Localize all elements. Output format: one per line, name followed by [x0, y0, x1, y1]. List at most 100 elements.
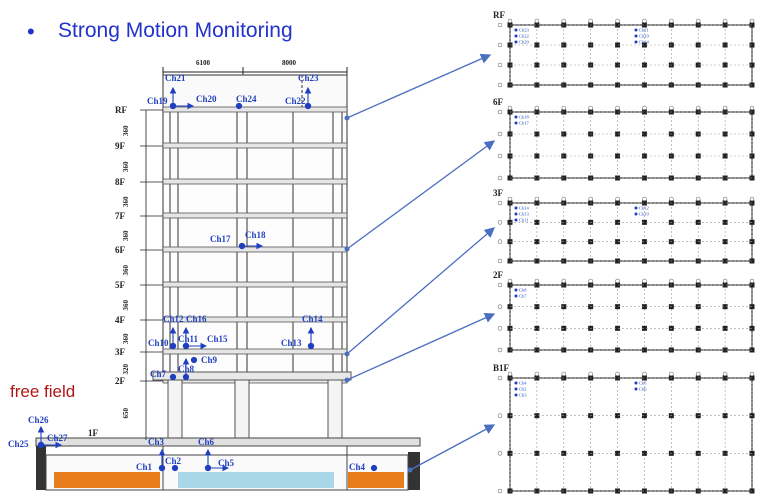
story-height-5: 360	[122, 300, 130, 311]
sensor-ch15: Ch15	[182, 334, 228, 350]
plan-sensor-rf-ch23: Ch23	[519, 28, 530, 33]
sensor-label-ch13: Ch13	[281, 338, 302, 348]
plan-label-b1f: B1F	[493, 363, 510, 373]
sensor-label-ch8: Ch8	[178, 364, 195, 374]
plan-sensor-b1f-ch6: Ch6	[639, 387, 647, 392]
sensor-ch8: Ch8	[178, 357, 195, 381]
floor-label-8f: 8F	[115, 177, 126, 187]
plan-sensor-6f-ch18: Ch18	[519, 115, 530, 120]
sensor-label-ch11: Ch11	[178, 334, 199, 344]
floor-label-rf: RF	[115, 105, 127, 115]
sensor-ch13: Ch13	[281, 338, 315, 350]
sensor-ch25: Ch25	[8, 439, 45, 449]
sensor-label-ch26: Ch26	[28, 415, 49, 425]
plan-label-rf: RF	[493, 10, 505, 20]
plan-sensor-rf-ch22: Ch22	[519, 34, 529, 39]
sensor-label-ch4: Ch4	[349, 462, 366, 472]
sensor-label-ch14: Ch14	[302, 314, 323, 324]
plan-sensor-b1f-ch5: Ch5	[639, 381, 647, 386]
connector-arrow-3	[346, 312, 496, 381]
sensor-label-ch12: Ch12	[163, 314, 184, 324]
story-height-0: 360	[122, 125, 130, 136]
sensor-label-ch7: Ch7	[150, 369, 167, 379]
page-title: Strong Motion Monitoring	[58, 19, 293, 42]
story-height-8: 650	[122, 408, 130, 419]
sensor-label-ch21: Ch21	[165, 73, 186, 83]
floor-label-3f: 3F	[115, 347, 126, 357]
dim-span-2: 8000	[282, 59, 297, 67]
sensor-ch24: Ch24	[235, 94, 257, 110]
slab-rf	[162, 106, 348, 113]
plan-sensor-b1f-ch2: Ch2	[519, 387, 527, 392]
floor-label-5f: 5F	[115, 280, 126, 290]
story-height-7: 320	[122, 364, 130, 375]
sensor-label-ch22: Ch22	[285, 96, 306, 106]
slab-7f	[162, 212, 348, 219]
plan-sensor-2f-ch8: Ch8	[519, 288, 527, 293]
floor-label-6f: 6F	[115, 245, 126, 255]
connector-arrow-4	[409, 424, 496, 471]
sensor-label-ch3: Ch3	[148, 437, 165, 447]
sensor-ch10: Ch10	[148, 338, 177, 350]
sensor-label-ch9: Ch9	[201, 355, 218, 365]
floor-label-9f: 9F	[115, 141, 126, 151]
plan-sensor-3f-ch13: Ch13	[519, 212, 530, 217]
free-field-label: free field	[10, 382, 75, 401]
plan-label-3f: 3F	[493, 188, 504, 198]
plan-sensor-3f-ch12: Ch12	[639, 206, 649, 211]
sensor-label-ch24: Ch24	[236, 94, 257, 104]
plan-sensor-3f-ch11: Ch11	[519, 218, 529, 223]
plan-sensor-6f-ch17: Ch17	[519, 121, 530, 126]
story-height-1: 360	[122, 161, 130, 172]
sensor-ch1: Ch1	[136, 462, 166, 472]
slab-3f	[162, 348, 348, 355]
sensor-label-ch15: Ch15	[207, 334, 228, 344]
slab-8f	[162, 178, 348, 185]
sensor-ch9: Ch9	[190, 355, 218, 365]
plan-sensor-rf-ch20: Ch20	[519, 40, 530, 45]
floor-label-2f: 2F	[115, 376, 126, 386]
dim-span-1: 6100	[196, 59, 211, 67]
connector-arrows	[344, 53, 496, 473]
base-structure	[35, 371, 421, 491]
sensor-label-ch27: Ch27	[47, 433, 68, 443]
ground-floor-label: 1F	[88, 428, 99, 438]
sensor-label-ch23: Ch23	[298, 73, 319, 83]
sensor-label-ch17: Ch17	[210, 234, 231, 244]
story-height-2: 360	[122, 196, 130, 207]
story-height-4: 360	[122, 265, 130, 276]
sensor-label-ch16: Ch16	[186, 314, 207, 324]
connector-arrow-0	[346, 53, 492, 119]
plan-sensor-rf-ch19: Ch19	[639, 34, 650, 39]
sensor-ch18: Ch18	[238, 230, 266, 250]
sensor-ch23: Ch23	[298, 73, 319, 110]
sensor-label-ch1: Ch1	[136, 462, 153, 472]
plan-sensor-3f-ch14: Ch14	[519, 206, 530, 211]
plan-sensor-b1f-ch4: Ch4	[519, 381, 527, 386]
story-height-3: 360	[122, 230, 130, 241]
floor-plans: RFCh23Ch22Ch20Ch21Ch19Ch246FCh18Ch173FCh…	[493, 10, 755, 494]
sensor-label-ch10: Ch10	[148, 338, 169, 348]
floor-label-4f: 4F	[115, 315, 126, 325]
sensor-ch2: Ch2	[165, 456, 182, 472]
soil-right	[348, 472, 404, 488]
sensor-label-ch6: Ch6	[198, 437, 215, 447]
sensor-ch4: Ch4	[349, 462, 378, 472]
plan-sensor-rf-ch24: Ch24	[639, 40, 650, 45]
plan-label-2f: 2F	[493, 270, 504, 280]
slab-6f	[162, 246, 348, 253]
slab-5f	[162, 281, 348, 288]
slab-4f	[162, 316, 348, 323]
title-bullet: •	[27, 19, 35, 44]
sensor-ch21: Ch21	[165, 73, 186, 110]
connector-arrow-2	[346, 227, 495, 355]
sensor-ch7: Ch7	[150, 369, 177, 381]
sensor-label-ch19: Ch19	[147, 96, 168, 106]
